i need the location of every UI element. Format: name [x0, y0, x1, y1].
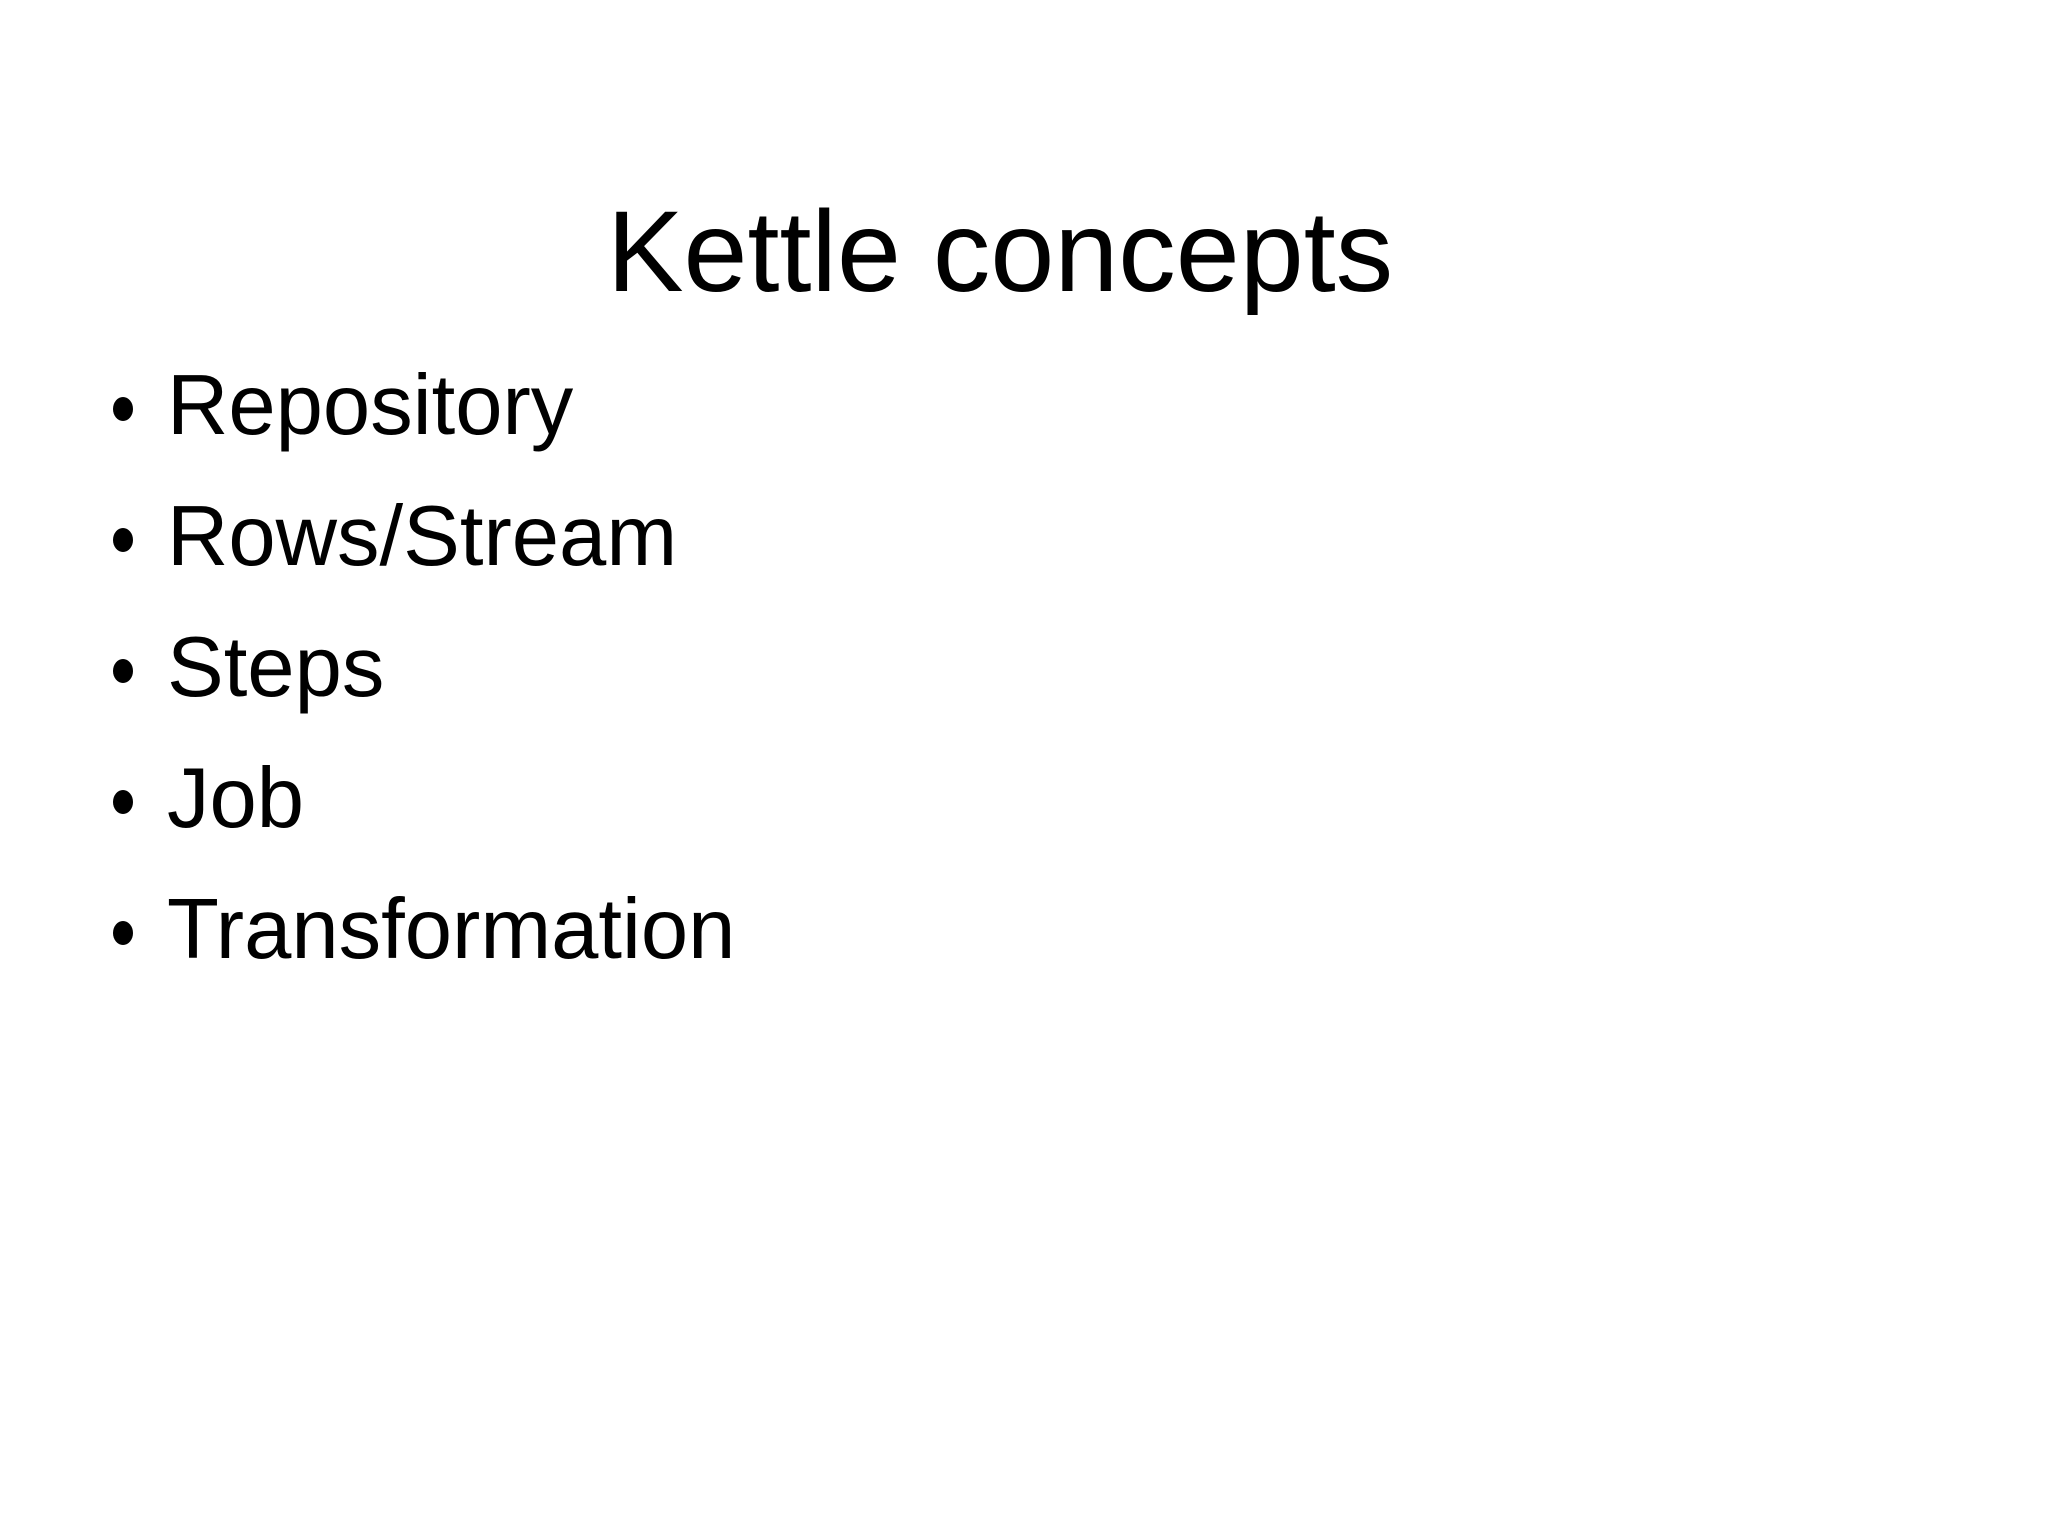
- bullet-icon: [113, 527, 133, 552]
- bullet-label: Transformation: [167, 882, 736, 977]
- bullet-label: Job: [167, 751, 305, 846]
- bullet-label: Steps: [167, 620, 385, 715]
- bullet-icon: [113, 396, 133, 421]
- bullet-label: Rows/Stream: [167, 489, 678, 584]
- bullet-item: Steps: [113, 602, 735, 733]
- bullet-item: Repository: [113, 340, 735, 471]
- bullet-item: Rows/Stream: [113, 471, 735, 602]
- bullet-icon: [113, 789, 133, 814]
- slide-title: Kettle concepts: [606, 188, 1394, 317]
- bullet-icon: [113, 920, 133, 945]
- bullet-label: Repository: [167, 358, 574, 453]
- bullet-list: Repository Rows/Stream Steps Job Transfo…: [113, 340, 735, 995]
- bullet-item: Transformation: [113, 864, 735, 995]
- bullet-item: Job: [113, 733, 735, 864]
- bullet-icon: [113, 658, 133, 683]
